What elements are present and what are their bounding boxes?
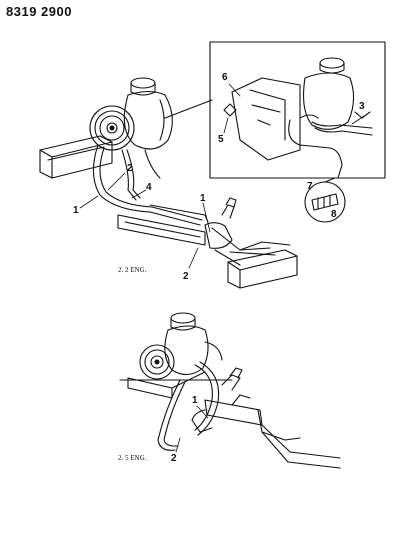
upper-engine-label: 2. 2 ENG. — [118, 266, 147, 274]
upper-frame-rail — [39, 135, 113, 179]
callout-upper-1b: 1 — [200, 193, 206, 204]
callout-lower-1: 1 — [192, 395, 198, 406]
callout-lower-2: 2 — [171, 453, 177, 464]
upper-right-rail — [227, 249, 298, 289]
lower-reservoir — [164, 312, 209, 376]
callout-detail-8: 8 — [331, 209, 337, 220]
leader-lower-2 — [175, 437, 181, 453]
leader-upper-1b — [202, 202, 211, 233]
leader-inset-5 — [223, 117, 229, 134]
lower-steering-gear — [191, 367, 341, 469]
inset-nut — [223, 103, 237, 117]
inset-bracket — [231, 77, 301, 161]
leader-inset-6 — [228, 83, 241, 97]
lower-engine-label: 2. 5 ENG. — [118, 454, 147, 462]
leader-upper-2 — [107, 172, 126, 191]
lower-hoses — [157, 341, 223, 451]
callout-inset-5: 5 — [218, 134, 224, 145]
callout-upper-4: 4 — [146, 182, 152, 193]
callout-inset-6: 6 — [222, 72, 228, 83]
callout-upper-2b: 2 — [183, 271, 189, 282]
upper-hoses — [92, 144, 203, 226]
upper-inset-box — [209, 41, 386, 179]
lower-pump-pulley — [139, 344, 175, 380]
detail-circle — [304, 177, 346, 223]
inset-hoses — [288, 111, 373, 179]
inset-reservoir — [303, 57, 355, 130]
leader-upper-2b — [188, 247, 199, 269]
leader-upper-1 — [79, 195, 99, 209]
inset-leader-line — [164, 99, 213, 119]
leader-lower-1 — [196, 405, 209, 419]
callout-upper-1: 1 — [73, 205, 79, 216]
document-code: 8319 2900 — [6, 4, 72, 19]
leader-upper-4 — [131, 189, 147, 199]
upper-pump-pulley — [89, 105, 135, 151]
callout-upper-2: 2 — [127, 163, 133, 174]
callout-inset-3: 3 — [359, 101, 365, 112]
callout-detail-7: 7 — [307, 181, 313, 192]
leader-inset-3 — [351, 115, 365, 125]
